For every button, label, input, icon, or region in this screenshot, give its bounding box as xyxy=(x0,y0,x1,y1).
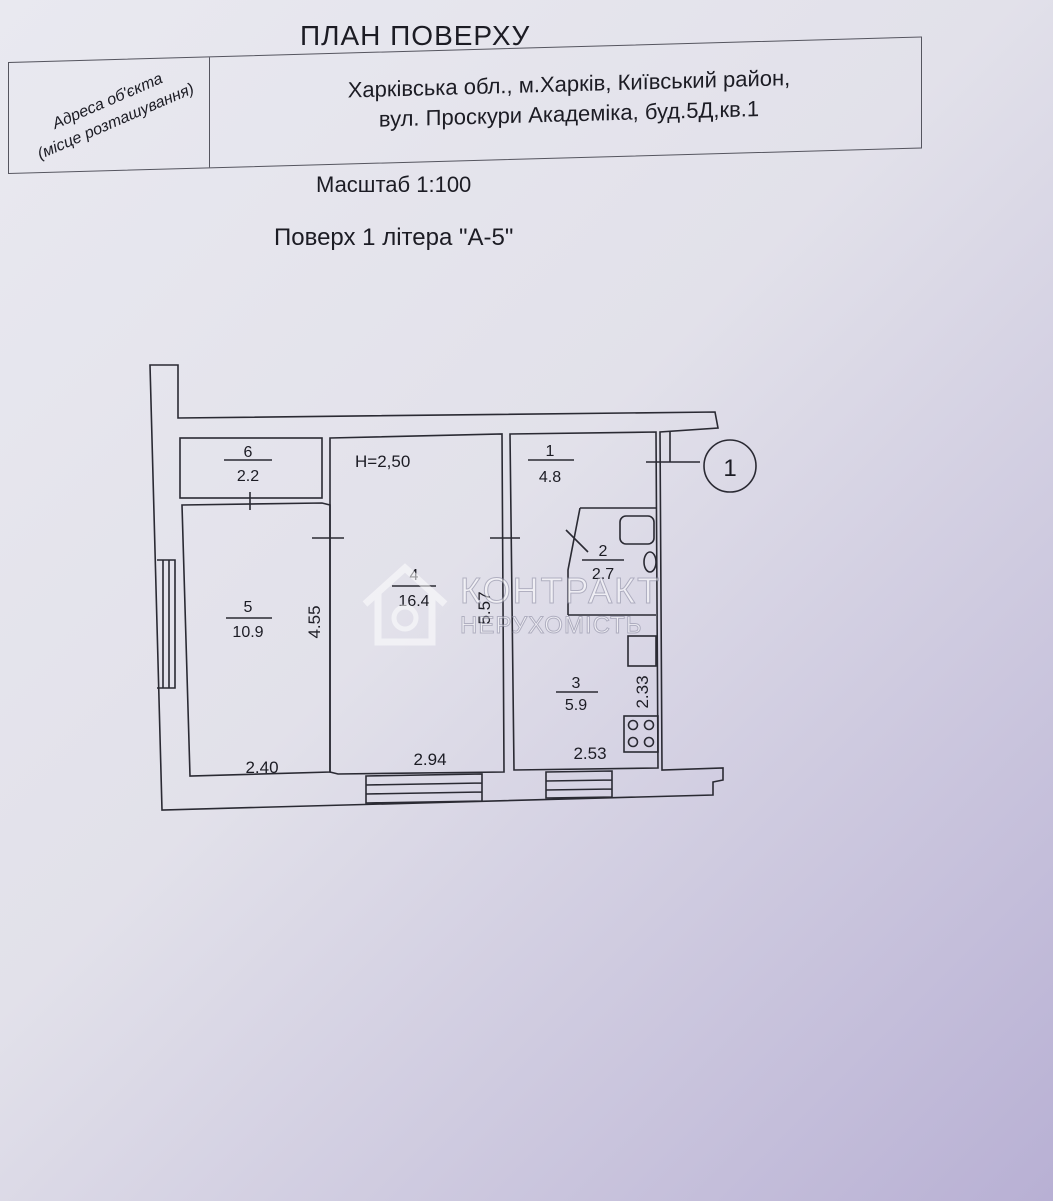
room-1-number: 1 xyxy=(546,443,555,460)
sink-icon xyxy=(643,551,657,573)
entrance-door xyxy=(646,432,700,463)
stove-burner-icon xyxy=(643,736,655,748)
scale-label: Масштаб 1:100 xyxy=(316,172,472,197)
toilet-icon xyxy=(619,515,655,545)
room-5-length-dimension: 4.55 xyxy=(305,605,324,638)
stove-burner-icon xyxy=(643,719,655,731)
room-1-area: 4.8 xyxy=(539,469,561,486)
room-4-number: 4 xyxy=(410,567,419,584)
stove-icon xyxy=(623,715,659,753)
room-2-outline xyxy=(567,507,656,616)
outer-wall xyxy=(149,364,724,811)
document-title: ПЛАН ПОВЕРХУ xyxy=(300,20,531,51)
stove-burner-icon xyxy=(627,719,639,731)
room-3-width-dimension: 2.53 xyxy=(573,744,606,763)
window-room4 xyxy=(365,773,483,804)
section-marker-circle xyxy=(703,439,757,493)
room-6-outline xyxy=(179,437,323,499)
room-2-area: 2.7 xyxy=(592,566,614,583)
room-6-area: 2.2 xyxy=(237,468,259,485)
room-5-number: 5 xyxy=(244,599,253,616)
room-4-width-dimension: 2.94 xyxy=(413,750,446,769)
room-4-outline xyxy=(329,433,505,775)
room-4-length-dimension: 5.57 xyxy=(475,591,494,624)
kitchen-sink-icon xyxy=(627,635,657,667)
room-6-number: 6 xyxy=(244,444,253,461)
room-5-width-dimension: 2.40 xyxy=(245,758,278,777)
window-room3 xyxy=(545,770,613,799)
stove-burner-icon xyxy=(627,736,639,748)
room-1-3-outline xyxy=(509,431,659,771)
door-room2 xyxy=(565,529,589,553)
room-3-area: 5.9 xyxy=(565,697,587,714)
room-5-area: 10.9 xyxy=(232,624,263,641)
section-marker-number: 1 xyxy=(723,455,736,482)
floor-label: Поверх 1 літера "А-5" xyxy=(274,224,514,251)
room-4-area: 16.4 xyxy=(398,593,429,610)
room-2-number: 2 xyxy=(599,543,608,560)
ceiling-height-label: Н=2,50 xyxy=(355,452,410,471)
room-3-length-dimension: 2.33 xyxy=(633,675,652,708)
room-3-number: 3 xyxy=(572,675,581,692)
window-left xyxy=(157,559,176,689)
